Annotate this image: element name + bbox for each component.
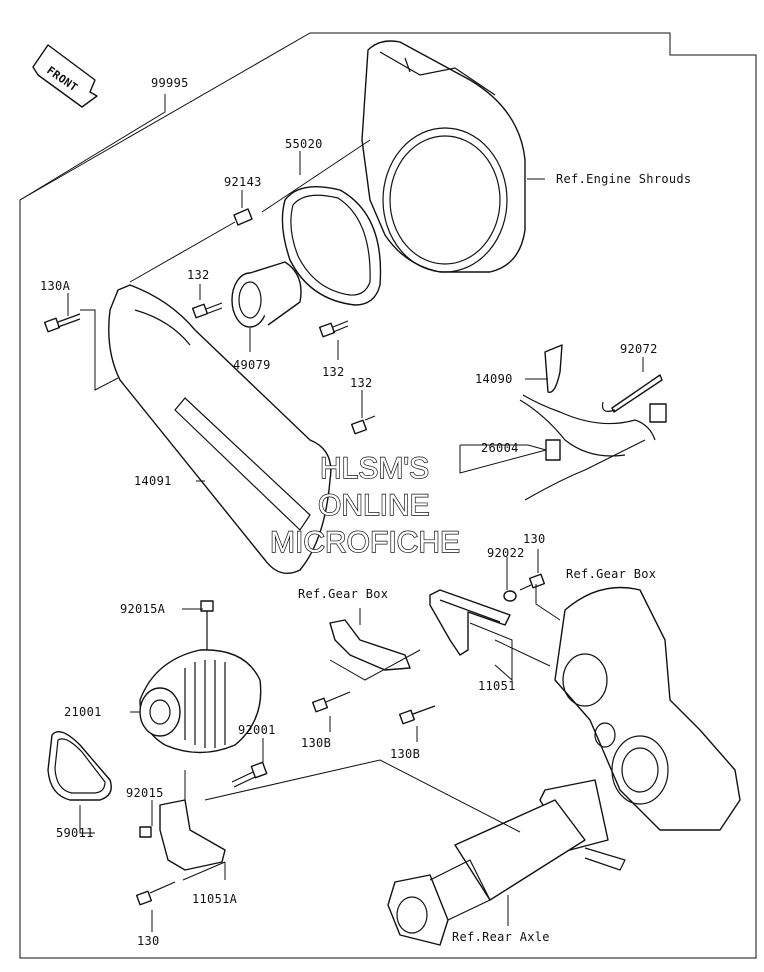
leader-lines xyxy=(19,94,644,932)
gear-box xyxy=(554,586,741,831)
label-14091: 14091 xyxy=(134,474,172,488)
nut-92015 xyxy=(139,826,152,838)
label-92001: 92001 xyxy=(238,723,276,737)
label-ref-gear-box-left: Ref.Gear Box xyxy=(298,587,388,601)
bolt-132-mid xyxy=(318,320,349,338)
label-130B-a: 130B xyxy=(301,736,331,750)
rear-axle xyxy=(387,779,626,946)
label-11051: 11051 xyxy=(478,679,516,693)
label-92072: 92072 xyxy=(620,342,658,356)
label-21001: 21001 xyxy=(64,705,102,719)
label-26004: 26004 xyxy=(481,441,519,455)
label-92015: 92015 xyxy=(126,786,164,800)
drive-belt xyxy=(47,731,112,801)
bolt-132-left xyxy=(191,302,223,319)
bracket-11051A xyxy=(159,799,226,871)
label-99995: 99995 xyxy=(151,76,189,90)
dowel-pin xyxy=(233,208,253,226)
washer-92022 xyxy=(503,590,517,602)
label-130B-b: 130B xyxy=(390,747,420,761)
label-11051A: 11051A xyxy=(192,892,238,906)
label-ref-gear-box-right: Ref.Gear Box xyxy=(566,567,656,581)
label-ref-rear-axle: Ref.Rear Axle xyxy=(452,930,550,944)
label-130-b: 130 xyxy=(137,934,160,948)
watermark-line1: HLSM'S xyxy=(320,452,429,485)
label-132-b: 132 xyxy=(322,365,345,379)
bolt-130-top xyxy=(519,573,546,591)
wiring-harness xyxy=(519,344,667,501)
label-14090: 14090 xyxy=(475,372,513,386)
bolt-130B-left xyxy=(311,691,351,713)
bolt-130-bottom xyxy=(135,881,176,906)
alternator xyxy=(139,649,262,754)
watermark-line3: MICROFICHE xyxy=(270,526,460,559)
bushing-part xyxy=(231,261,302,328)
bolt-130A xyxy=(43,313,81,333)
label-92022: 92022 xyxy=(487,546,525,560)
diagram-frame xyxy=(19,32,757,959)
engine-shroud xyxy=(361,40,526,273)
belt-cover xyxy=(108,284,332,574)
callout-labels: 99995 55020 92143 130A 132 49079 132 132… xyxy=(40,76,691,948)
label-130A: 130A xyxy=(40,279,71,293)
label-55020: 55020 xyxy=(285,137,323,151)
gasket-ring xyxy=(281,186,382,306)
label-92143: 92143 xyxy=(224,175,262,189)
label-ref-engine-shrouds: Ref.Engine Shrouds xyxy=(556,172,691,186)
label-92015A: 92015A xyxy=(120,602,166,616)
label-130-a: 130 xyxy=(523,532,546,546)
bolt-132-right xyxy=(350,415,376,435)
bracket-11051 xyxy=(429,589,511,656)
front-arrow-icon: FRONT xyxy=(32,44,98,108)
bracket-left xyxy=(329,619,411,671)
label-132-a: 132 xyxy=(187,268,210,282)
nut-92015A xyxy=(200,600,214,650)
watermark: HLSM'S ONLINE MICROFICHE xyxy=(269,451,460,559)
label-132-c: 132 xyxy=(350,376,373,390)
label-49079: 49079 xyxy=(233,358,271,372)
watermark-line2: ONLINE xyxy=(318,489,430,522)
bolt-130B-right xyxy=(398,705,436,725)
bolt-92001 xyxy=(231,761,268,788)
label-59011: 59011 xyxy=(56,826,94,840)
